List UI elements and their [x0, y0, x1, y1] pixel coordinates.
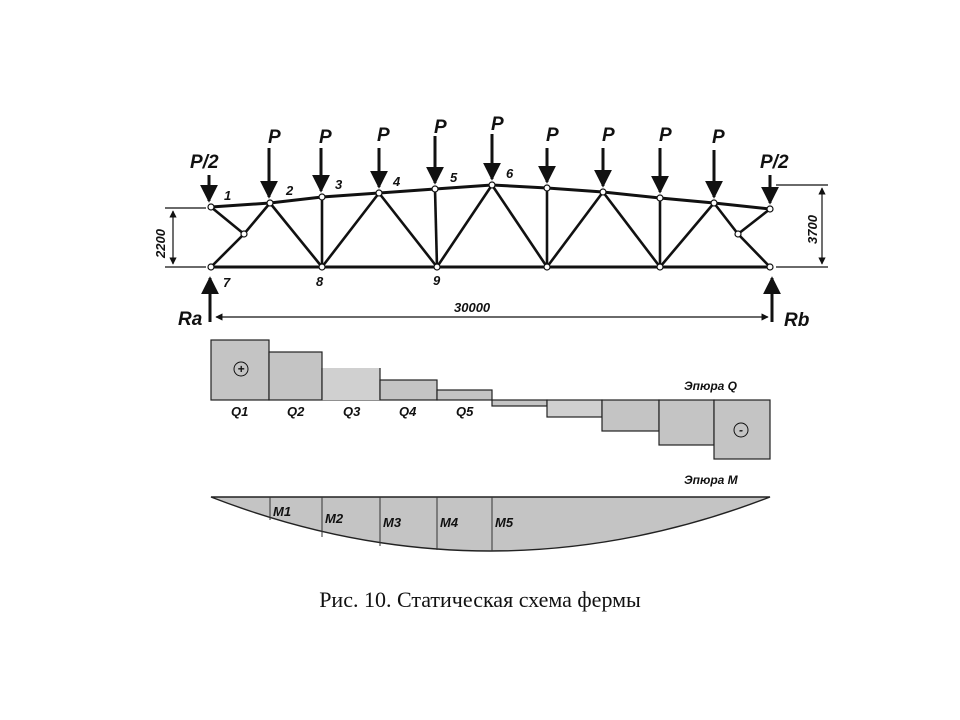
shear-sign-negative: -: [739, 423, 743, 437]
shear-label: Q2: [287, 404, 305, 419]
figure-caption: Рис. 10. Статическая схема фермы: [319, 587, 641, 612]
moment-label: M4: [440, 515, 459, 530]
load-label: P: [602, 125, 615, 146]
truss: [207, 181, 774, 271]
moment-labels: M1 M2 M3 M4 M5: [273, 504, 514, 530]
span-dimension: 30000: [215, 300, 769, 321]
moment-label: M1: [273, 504, 291, 519]
load-label: P: [268, 127, 281, 148]
node-label: 3: [335, 177, 343, 192]
moment-label: M5: [495, 515, 514, 530]
node-label: 2: [285, 183, 294, 198]
load-label: P: [546, 125, 559, 146]
load-labels: P/2 P P P P P P P P P P/2: [190, 114, 789, 173]
node-label: 8: [316, 274, 324, 289]
moment-label: M2: [325, 511, 344, 526]
truss-nodes: [207, 181, 774, 271]
moment-parabola: [210, 496, 771, 552]
load-label: P: [319, 127, 332, 148]
moment-label: M3: [383, 515, 402, 530]
reactions: Ra Rb: [178, 276, 810, 331]
load-label: P: [377, 125, 390, 146]
moment-diagram-title: Эпюра M: [684, 473, 739, 487]
shear-sign-positive: +: [237, 362, 244, 376]
load-label-end-right: P/2: [760, 152, 789, 173]
shear-label: Q1: [231, 404, 248, 419]
height-dimension-right: [776, 184, 828, 268]
load-label: P: [659, 125, 672, 146]
load-label-end-left: P/2: [190, 152, 219, 173]
shear-label: Q5: [456, 404, 474, 419]
shear-label: Q4: [399, 404, 417, 419]
shear-label: Q3: [343, 404, 361, 419]
shear-diagram: [210, 339, 771, 460]
height-support-label: 2200: [153, 228, 168, 259]
node-numbers: 1 2 3 4 5 6 7 8 9: [223, 166, 514, 290]
height-dimension-left: [165, 207, 206, 268]
node-label: 6: [506, 166, 514, 181]
node-label: 9: [433, 273, 441, 288]
shear-diagram-title: Эпюра Q: [684, 379, 738, 393]
load-label: P: [434, 117, 447, 138]
node-label: 1: [224, 188, 231, 203]
web-members: [210, 184, 771, 268]
node-label: 4: [392, 174, 401, 189]
reaction-right-label: Rb: [784, 310, 810, 331]
moment-diagram: [210, 496, 771, 552]
load-label: P: [712, 127, 725, 148]
load-label: P: [491, 114, 504, 135]
load-arrows: [200, 134, 779, 205]
reaction-left-label: Ra: [178, 309, 203, 330]
node-label: 7: [223, 275, 231, 290]
height-middle-label: 3700: [805, 214, 820, 244]
span-label: 30000: [454, 300, 491, 315]
shear-labels: Q1 Q2 Q3 Q4 Q5: [231, 404, 474, 419]
node-label: 5: [450, 170, 458, 185]
